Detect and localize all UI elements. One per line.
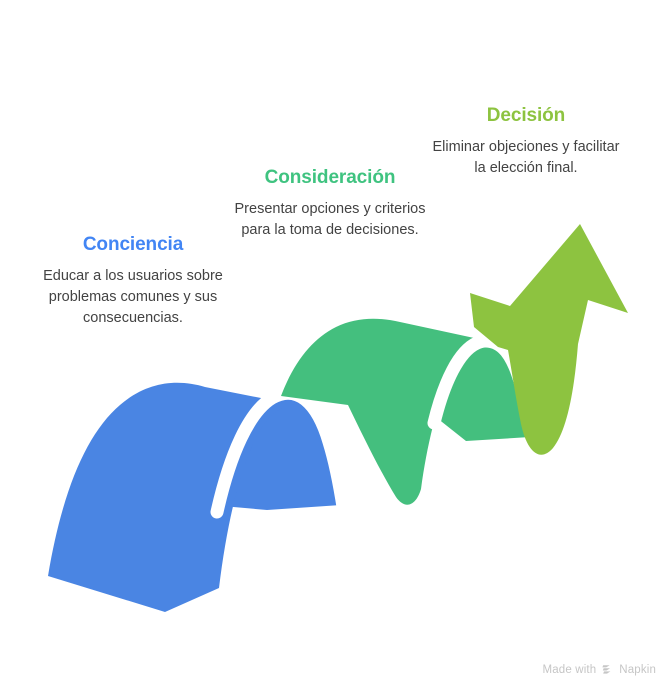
step-consideration-title: Consideración: [264, 167, 396, 188]
step-awareness-description: Educar a los usuarios sobre problemas co…: [43, 267, 223, 326]
step-awareness: Conciencia Educar a los usuarios sobre p…: [40, 234, 226, 329]
ribbon-fold-awareness: [222, 399, 341, 510]
watermark-prefix: Made with: [542, 663, 597, 676]
ribbon-band-consideration: [281, 318, 502, 505]
ribbon-segment-awareness: [48, 382, 341, 612]
ribbon-segment-consideration: [281, 318, 530, 505]
ribbon-fold-consideration: [437, 347, 530, 441]
step-decision-title: Decisión: [486, 105, 566, 126]
step-consideration: Consideración Presentar opciones y crite…: [232, 167, 428, 241]
ribbon-arrow-decision: [470, 224, 628, 455]
napkin-chevrons-icon: [601, 663, 614, 676]
step-consideration-description: Presentar opciones y criterios para la t…: [234, 200, 426, 238]
ribbon-band-awareness: [48, 382, 317, 612]
napkin-watermark: Made with Napkin: [543, 663, 656, 676]
step-awareness-title: Conciencia: [82, 234, 184, 255]
step-decision: Decisión Eliminar objeciones y facilitar…: [428, 105, 624, 179]
ribbon-segment-decision: [470, 224, 628, 455]
watermark-brand: Napkin: [619, 663, 656, 676]
step-decision-description: Eliminar objeciones y facilitar la elecc…: [432, 138, 620, 176]
